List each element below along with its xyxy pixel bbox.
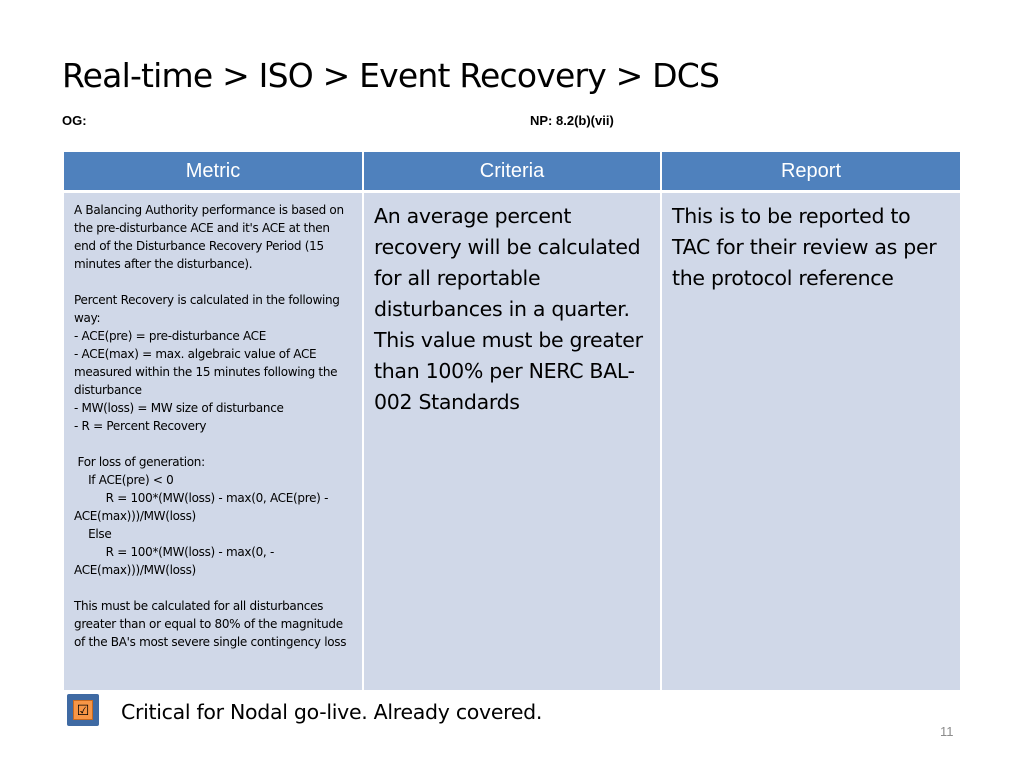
report-text: This is to be reported to TAC for their … (672, 204, 937, 290)
metric-text: A Balancing Authority performance is bas… (74, 203, 347, 649)
header-criteria: Criteria (363, 152, 662, 193)
page-number: 11 (940, 724, 954, 739)
metric-cell: A Balancing Authority performance is bas… (64, 191, 364, 690)
header-metric: Metric (64, 152, 364, 193)
header-report: Report (661, 152, 960, 193)
slide-title: Real-time > ISO > Event Recovery > DCS (62, 56, 720, 95)
checked-checkbox-icon: ☑ (67, 694, 99, 726)
status-text: Critical for Nodal go-live. Already cove… (121, 700, 543, 724)
table-row: A Balancing Authority performance is bas… (64, 191, 960, 690)
criteria-text: An average percent recovery will be calc… (374, 204, 643, 414)
checkmark-icon: ☑ (73, 700, 93, 720)
criteria-table: Metric Criteria Report A Balancing Autho… (64, 152, 960, 690)
table-header-row: Metric Criteria Report (64, 152, 960, 193)
report-cell: This is to be reported to TAC for their … (661, 191, 960, 690)
og-label: OG: (62, 113, 87, 128)
criteria-cell: An average percent recovery will be calc… (363, 191, 662, 690)
np-label: NP: 8.2(b)(vii) (530, 113, 614, 128)
